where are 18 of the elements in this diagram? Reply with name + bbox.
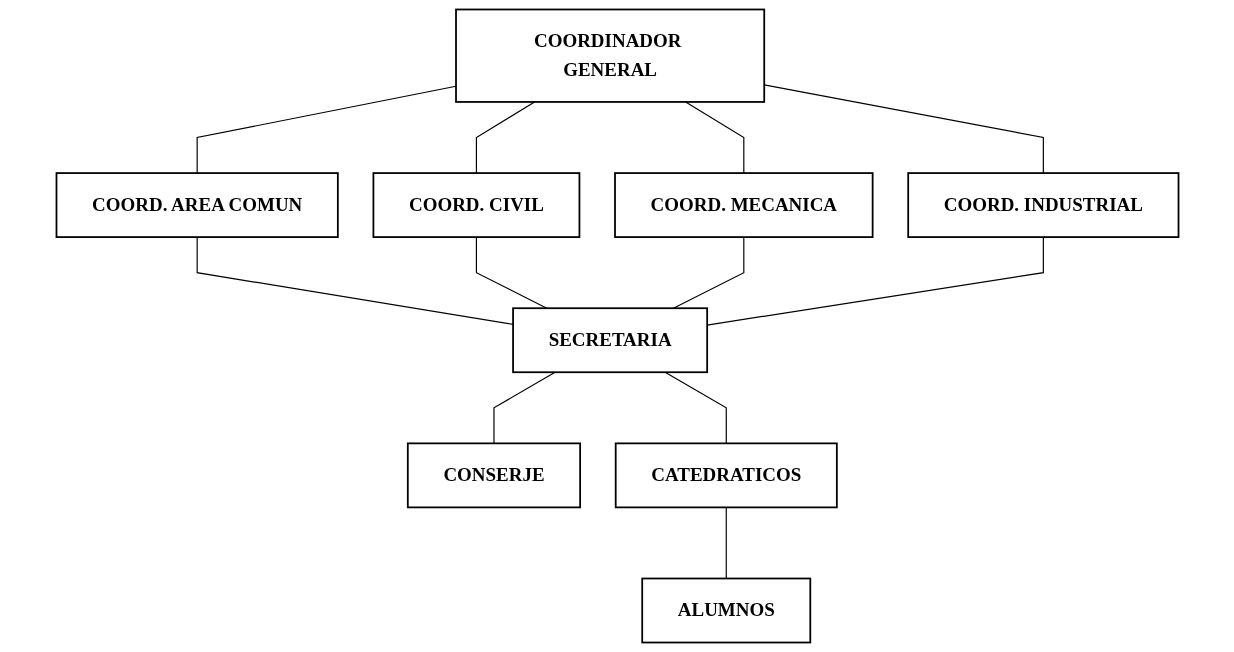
connector [664, 371, 727, 444]
node-box: CONSERJE [406, 442, 581, 509]
node-box: COORDINADOR GENERAL [454, 8, 765, 103]
node-box: COORD. MECANICA [613, 172, 873, 238]
connector [475, 236, 547, 309]
connector [684, 101, 744, 174]
connector [672, 236, 744, 309]
connector [763, 84, 1044, 174]
node-box: CATEDRATICOS [614, 442, 838, 509]
node-box: COORD. INDUSTRIAL [906, 172, 1179, 238]
connector [475, 101, 535, 174]
node-box: COORD. CIVIL [372, 172, 580, 238]
connector [725, 506, 727, 580]
node-box: SECRETARIA [511, 307, 708, 374]
node-box: ALUMNOS [640, 577, 811, 644]
connector [492, 371, 556, 444]
node-box: COORD. AREA COMUN [55, 172, 339, 238]
connector [706, 236, 1044, 326]
